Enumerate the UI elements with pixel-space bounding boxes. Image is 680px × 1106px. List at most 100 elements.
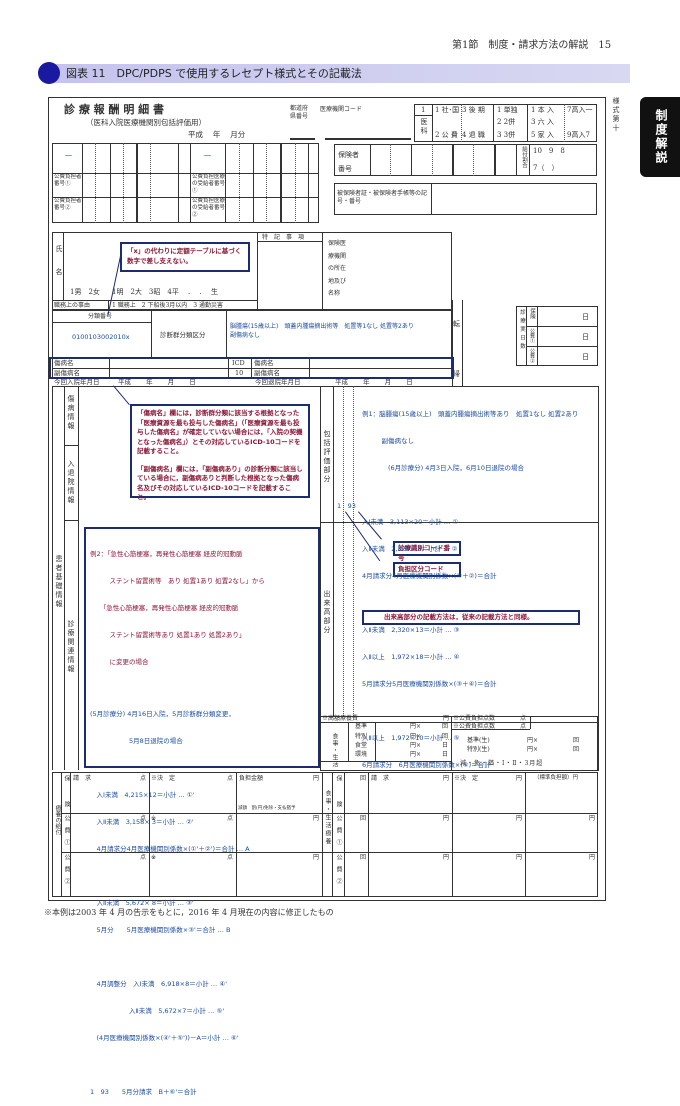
decide-label: ※決 定 xyxy=(151,775,176,782)
divider xyxy=(78,386,79,770)
burden-yen-1: 円 xyxy=(313,775,320,782)
divider xyxy=(63,232,64,300)
meal-unit-4: 円× xyxy=(410,751,422,758)
decide-pt-2: 点 xyxy=(227,815,234,822)
meal-row-4: 環境 xyxy=(355,751,368,758)
discharge-label: 今回退院年月日 xyxy=(255,378,301,386)
single-2: 2 2併 xyxy=(497,118,516,126)
divider xyxy=(344,772,345,897)
divider xyxy=(527,104,528,142)
ex1-line: (6月診療分) 4月3日入院，6月10日退院の場合 xyxy=(362,464,524,472)
high-cost-yen: 円 xyxy=(443,715,450,722)
reduction-options: 減・免・猶・Ⅰ・Ⅱ・3月超 xyxy=(460,760,544,767)
burden-yen-2: 円 xyxy=(313,815,320,822)
benefit-row-insurance: 保険 xyxy=(63,775,70,827)
meal-row-public2: 公費② xyxy=(335,854,342,890)
group-description: 脳腫瘍(15歳以上) 頭蓋内腫瘍摘出術等 処置等1なし 処置等2あり xyxy=(230,323,414,330)
divider xyxy=(322,232,323,310)
divider xyxy=(123,143,124,223)
section-admit-info: 入退院情報 xyxy=(67,460,75,505)
elder-7: 7高入一 xyxy=(567,106,593,114)
class-number-label: 分類番号 xyxy=(88,313,113,320)
burden-label-note: 負担区分コード xyxy=(393,562,461,577)
meal-row-1: 基準 xyxy=(355,723,368,730)
ex2-line: 「急性心筋梗塞，再発性心筋梗塞 経皮的冠動脈 xyxy=(90,604,239,612)
meal-kai-1: 回 xyxy=(360,775,367,782)
hospital-label: 保険医療機関の所在地及び名称 xyxy=(328,240,347,297)
meal-count-1: 回 xyxy=(442,723,449,730)
ex2-line: ステント留置術等 あり 処置1あり 処置2なし」から xyxy=(90,577,265,585)
footnote: ※本例は2003 年 4 月の告示をもとに，2016 年 4 月現在の内容に修正… xyxy=(44,908,334,917)
public-no-2: 公費負担者番号② xyxy=(54,198,82,211)
person-5: 5 家 入 xyxy=(531,131,554,139)
ex1-line xyxy=(362,599,578,608)
claim-pt-3: 点 xyxy=(140,854,147,861)
pub-points-1: ※公費負担点数 xyxy=(453,715,496,722)
std-living-unit: 円× xyxy=(527,737,539,744)
form-title: 診 療 報 酬 明 細 書 xyxy=(64,103,164,116)
divider xyxy=(368,772,369,897)
sex-options: 1男 2女 xyxy=(70,288,100,296)
group-label: 診断群分類区分 xyxy=(160,331,206,339)
single-1: 1 単独 xyxy=(497,106,518,114)
ex1-line: 入Ⅱ未満 2,320× 8＝小計 … ② xyxy=(362,545,458,553)
ex1-line: 6月請求分 6月医療機関別係数×(⑤)＝合計 xyxy=(362,761,491,769)
type-box xyxy=(414,104,597,142)
divider xyxy=(108,300,109,310)
divider xyxy=(52,197,319,198)
divider xyxy=(332,772,333,897)
divider xyxy=(52,368,452,369)
meal-count-3: 日 xyxy=(442,742,449,749)
meal-count-2: 回 xyxy=(442,733,449,740)
ex2-line: ステント留置術等あり 処置1あり 処置2あり」 xyxy=(90,631,246,639)
divider xyxy=(52,300,257,301)
std-burden-yen-2: 円 xyxy=(589,815,596,822)
day-unit-1: 日 xyxy=(582,313,589,321)
divider xyxy=(353,386,354,716)
inst-underline xyxy=(325,138,411,140)
days-box xyxy=(516,306,598,366)
divider xyxy=(295,143,296,223)
section-patient-basic: 患者基礎情報 xyxy=(55,555,63,609)
meal-row-3: 食堂 xyxy=(355,742,368,749)
ex2-line: 入Ⅱ未満 5,672×7＝小計 … ⑤' xyxy=(90,1007,225,1015)
running-header: 第1節 制度・請求方法の解説 15 xyxy=(452,40,611,52)
divider xyxy=(452,144,454,176)
decide-mark-3: ※ xyxy=(151,854,157,861)
divider xyxy=(598,386,599,771)
ex2-line: 例2：「急性心筋梗塞，再発性心筋梗塞 経皮的冠動脈 xyxy=(90,550,243,558)
meal-row-insurance: 保険 xyxy=(335,775,342,827)
divider xyxy=(526,326,598,327)
insurer-label: 保険者番号 xyxy=(338,151,359,173)
divider xyxy=(526,306,527,366)
claim-pt-1: 点 xyxy=(140,775,147,782)
meal-label: 食事・生活 xyxy=(331,733,338,768)
divider xyxy=(564,104,565,142)
ex2-line: 1 93 5月分請求 B＋⑥'＝合計 xyxy=(90,1088,197,1096)
ex1-line: 入Ⅱ未満 2,320×13＝小計 … ③ xyxy=(362,626,460,634)
ex2-line: (4月医療機関別係数×(④'＋⑤'))－A＝小計 … ⑥' xyxy=(90,1034,239,1042)
ex2-line: 4月調整分 入Ⅰ未満 6,918×8＝小計 … ④' xyxy=(90,980,228,988)
divider xyxy=(320,722,598,723)
ex1-line: 例1：脳腫瘍(15歳以上) 頭蓋内腫瘍摘出術等あり 処置1なし 処置2あり xyxy=(362,410,579,418)
std-burden-yen-3: 円 xyxy=(589,854,596,861)
code-row: 1 93 xyxy=(337,502,356,510)
divider xyxy=(452,300,453,386)
divider xyxy=(251,358,252,378)
meal-decide-label: ※決 定 xyxy=(454,775,479,782)
benefit-values: 10 9 8 xyxy=(533,147,565,155)
sub-diag-label-2: 副傷病名 xyxy=(254,369,280,377)
fee-note: 出来高部分の記載方法は，従来の記載方法と同様。 xyxy=(362,610,580,625)
divider xyxy=(343,386,344,716)
name-label: 氏名 xyxy=(55,245,63,291)
divider xyxy=(473,144,474,176)
divider xyxy=(320,522,598,523)
ten-label: 転 xyxy=(453,320,460,328)
ins-4: 4 退 職 xyxy=(462,131,485,139)
divider xyxy=(95,143,96,223)
dash-right: － xyxy=(203,152,213,162)
divider xyxy=(52,173,319,174)
divider xyxy=(228,358,229,378)
divider xyxy=(64,445,78,446)
era-options: 1明 2大 3昭 4平 . . 生 xyxy=(112,288,218,296)
